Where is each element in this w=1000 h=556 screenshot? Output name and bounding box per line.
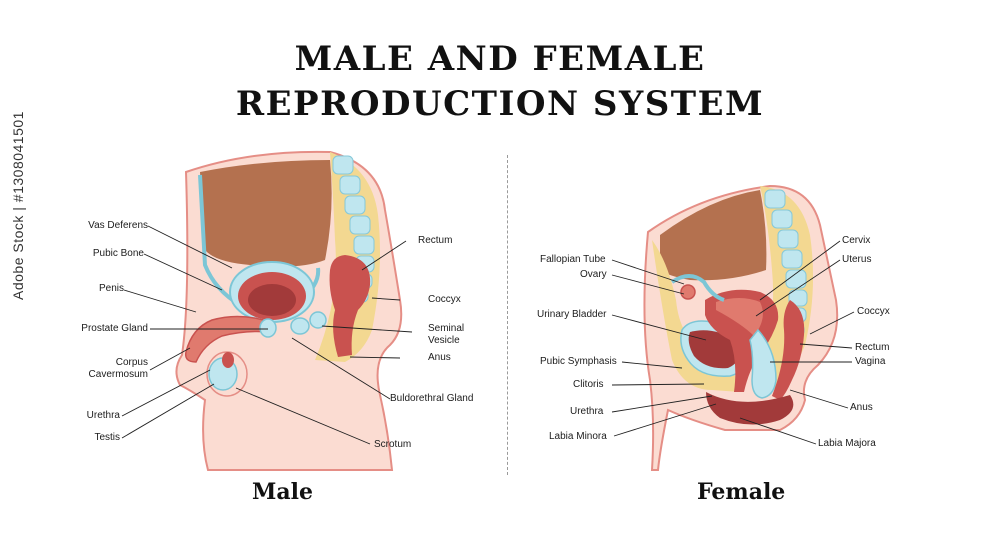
divider <box>507 155 508 475</box>
label-labia-minora: Labia Minora <box>549 431 607 442</box>
male-diagram <box>121 150 413 471</box>
label-cervix: Cervix <box>842 235 871 246</box>
label-uterus: Uterus <box>842 254 872 265</box>
label-male-urethra: Urethra <box>86 410 120 421</box>
label-ovary: Ovary <box>580 269 607 280</box>
label-prostate-gland: Prostate Gland <box>81 323 148 334</box>
label-male-rectum: Rectum <box>418 235 453 246</box>
label-seminal-line-1: Seminal <box>428 323 465 334</box>
label-corpus-line-2: Cavermosum <box>88 369 148 380</box>
male-prostate-shape <box>259 318 277 338</box>
female-ovary-shape <box>680 284 696 300</box>
label-female-coccyx: Coccyx <box>857 306 890 317</box>
caption-male: Male <box>252 479 313 505</box>
label-bulbourethral-gland: Buldorethral Gland <box>390 393 474 404</box>
female-leader-lines <box>611 240 855 445</box>
label-pubic-bone: Pubic Bone <box>92 248 144 259</box>
page-title-line-1: MALE AND FEMALE <box>294 39 706 79</box>
label-scrotum: Scrotum <box>374 439 412 450</box>
label-female-urethra: Urethra <box>570 406 604 417</box>
label-pubic-symphasis: Pubic Symphasis <box>540 356 617 367</box>
label-vagina: Vagina <box>855 356 886 367</box>
label-labia-majora: Labia Majora <box>818 438 876 449</box>
female-abdominal-cavity <box>660 190 767 281</box>
female-fallopian-tube-shape <box>670 274 725 302</box>
page-title-line-2: REPRODUCTION SYSTEM <box>235 84 765 124</box>
label-penis: Penis <box>98 283 124 294</box>
male-abdominal-cavity <box>200 160 332 267</box>
female-rectum-shape <box>772 300 805 400</box>
label-urinary-bladder: Urinary Bladder <box>537 309 607 320</box>
male-rectum-shape <box>329 255 371 357</box>
male-leader-lines <box>121 225 413 445</box>
caption-female: Female <box>697 479 786 505</box>
label-testis: Testis <box>94 432 120 443</box>
label-clitoris: Clitoris <box>573 379 604 390</box>
label-female-anus: Anus <box>850 402 873 413</box>
male-penis-shape <box>184 315 271 363</box>
female-pubic-bone-shape <box>652 240 740 392</box>
label-corpus-line-1: Corpus <box>115 357 148 368</box>
label-female-rectum: Rectum <box>855 342 890 353</box>
label-male-coccyx: Coccyx <box>428 294 461 305</box>
label-male-anus: Anus <box>428 352 451 363</box>
female-diagram <box>611 184 855 471</box>
female-perineum-shape <box>706 392 794 425</box>
label-fallopian-tube: Fallopian Tube <box>540 254 606 265</box>
label-seminal-line-2: Vesicle <box>428 335 460 346</box>
label-vas-deferens: Vas Deferens <box>88 220 148 231</box>
female-vagina-shape <box>749 328 777 399</box>
